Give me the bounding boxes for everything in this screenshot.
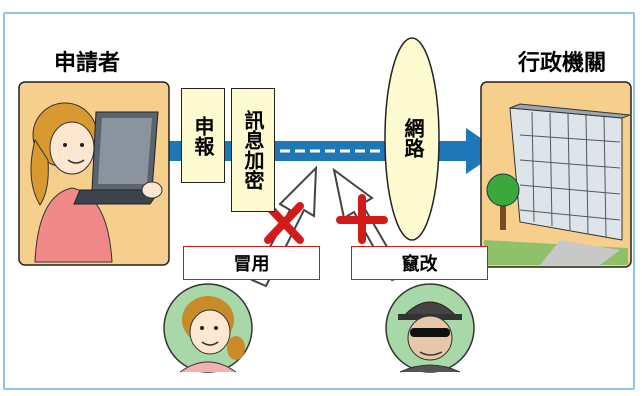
red-plus-icon <box>336 194 388 244</box>
network-ellipse <box>384 37 440 241</box>
agency-label: 行政機關 <box>518 51 607 76</box>
network-label: 網路 <box>401 118 425 158</box>
applicant-label: 申請者 <box>54 51 121 76</box>
impersonate-label: 冒用 <box>233 254 270 275</box>
encryption-box: 訊息加密 <box>231 88 275 212</box>
impersonate-label-box: 冒用 <box>183 246 320 280</box>
impersonator-face-icon <box>163 283 253 373</box>
applicant-laptop-icon <box>18 81 170 266</box>
tamper-label-box: 竄改 <box>351 246 488 280</box>
report-label: 申報 <box>191 115 215 156</box>
government-building-icon <box>480 81 632 268</box>
hacker-face-icon <box>385 283 475 373</box>
tamper-label: 竄改 <box>401 254 438 275</box>
report-box: 申報 <box>181 88 225 183</box>
encryption-label: 訊息加密 <box>241 110 265 190</box>
